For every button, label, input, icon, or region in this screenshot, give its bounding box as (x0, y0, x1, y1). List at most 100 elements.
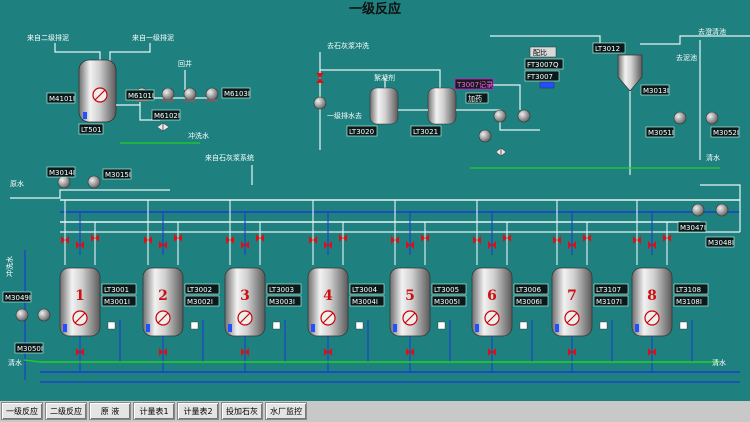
tag-LT3021[interactable]: LT3021 (410, 125, 442, 137)
valve[interactable] (648, 241, 656, 249)
pump-M3049[interactable] (15, 308, 29, 322)
pump-M6102[interactable] (161, 87, 175, 102)
tag-motor[interactable]: M3004I (349, 295, 385, 307)
tag-T3007[interactable]: T3007记录 (454, 78, 494, 90)
sample-valve[interactable] (599, 321, 608, 330)
valve[interactable] (256, 234, 264, 242)
valve[interactable] (241, 241, 249, 249)
tag-M3050[interactable]: M3050I (14, 342, 44, 354)
sample-valve[interactable] (519, 321, 528, 330)
valve[interactable] (226, 236, 234, 244)
sample-valve[interactable] (437, 321, 446, 330)
tag-level[interactable]: LT3001 (101, 283, 137, 295)
tag-level[interactable]: LT3107 (593, 283, 629, 295)
tag-level[interactable]: LT3108 (673, 283, 709, 295)
valve[interactable] (488, 241, 496, 249)
sample-valve[interactable] (272, 321, 281, 330)
valve[interactable] (61, 236, 69, 244)
tag-motor[interactable]: M3005I (431, 295, 467, 307)
tag-M3051[interactable]: M3051I (645, 126, 675, 138)
valve[interactable] (583, 234, 591, 242)
valve[interactable] (473, 236, 481, 244)
pump-dose-2[interactable] (517, 109, 531, 123)
tag-ratio[interactable]: 配比 (529, 46, 557, 58)
valve[interactable] (391, 236, 399, 244)
valve[interactable] (503, 234, 511, 242)
tag-M3014[interactable]: M3014I (46, 166, 76, 178)
valve[interactable] (309, 236, 317, 244)
tag-level[interactable]: LT3006 (513, 283, 549, 295)
nav-primary-reaction[interactable]: 一级反应 (1, 402, 43, 420)
sample-valve[interactable] (679, 321, 688, 330)
valve[interactable] (633, 236, 641, 244)
nav-meter-1[interactable]: 计量表1 (133, 402, 175, 420)
lime-silo[interactable] (617, 54, 643, 92)
pump-M3051[interactable] (673, 111, 687, 125)
pump-M3048[interactable] (715, 203, 729, 217)
sludge-tank[interactable] (78, 59, 117, 123)
sample-valve[interactable] (107, 321, 116, 330)
tag-M6102[interactable]: M6102I (151, 109, 181, 121)
drain-valve[interactable] (406, 348, 414, 356)
drain-valve[interactable] (648, 348, 656, 356)
sample-valve[interactable] (190, 321, 199, 330)
nav-raw-liquid[interactable]: 原 液 (89, 402, 131, 420)
tag-FT3007Q[interactable]: FT3007Q (524, 58, 564, 70)
drain-valve[interactable] (488, 348, 496, 356)
valve[interactable] (339, 234, 347, 242)
tag-motor[interactable]: M3001I (101, 295, 137, 307)
tag-LT501[interactable]: LT501 (78, 123, 104, 135)
valve[interactable] (144, 236, 152, 244)
valve-dose[interactable] (495, 147, 507, 157)
nav-secondary-reaction[interactable]: 二级反应 (45, 402, 87, 420)
valve[interactable] (174, 234, 182, 242)
flocculant-tank-1[interactable] (369, 87, 399, 125)
valve-lime-flush[interactable] (316, 73, 324, 83)
tag-M3015[interactable]: M3015I (102, 168, 132, 180)
drain-valve[interactable] (241, 348, 249, 356)
tag-level[interactable]: LT3002 (184, 283, 220, 295)
tag-motor[interactable]: M3003I (266, 295, 302, 307)
tag-M3052[interactable]: M3052I (710, 126, 740, 138)
nav-meter-2[interactable]: 计量表2 (177, 402, 219, 420)
valve[interactable] (91, 234, 99, 242)
valve[interactable] (76, 241, 84, 249)
tag-motor[interactable]: M3108I (673, 295, 709, 307)
pump-M3047[interactable] (691, 203, 705, 217)
pump-M3052[interactable] (705, 111, 719, 125)
tag-M6103[interactable]: M6103I (221, 87, 251, 99)
pump-dose-1[interactable] (493, 109, 507, 123)
nav-lime-dosing[interactable]: 投加石灰 (221, 402, 263, 420)
pump-M6103[interactable] (183, 87, 197, 102)
tag-level[interactable]: LT3005 (431, 283, 467, 295)
nav-plant-monitor[interactable]: 水厂监控 (265, 402, 307, 420)
drain-valve[interactable] (324, 348, 332, 356)
tag-LT3020[interactable]: LT3020 (346, 125, 378, 137)
pump-M3014[interactable] (57, 175, 71, 189)
tag-M3047[interactable]: M3047I (677, 221, 707, 233)
valve-flush[interactable] (156, 122, 170, 132)
pump-M3015[interactable] (87, 175, 101, 189)
flowmeter-FT3007[interactable] (539, 81, 555, 89)
tag-level[interactable]: LT3004 (349, 283, 385, 295)
valve[interactable] (406, 241, 414, 249)
valve[interactable] (421, 234, 429, 242)
tag-level[interactable]: LT3003 (266, 283, 302, 295)
tag-motor[interactable]: M3002I (184, 295, 220, 307)
valve[interactable] (159, 241, 167, 249)
tag-M6101[interactable]: M6101I (125, 89, 155, 101)
tag-dose[interactable]: 加药 (465, 92, 489, 104)
tag-motor[interactable]: M3006I (513, 295, 549, 307)
pump-dose-3[interactable] (478, 129, 492, 143)
tag-FT3007[interactable]: FT3007 (524, 70, 560, 82)
pump-flush[interactable] (205, 87, 219, 102)
pump-M3050[interactable] (37, 308, 51, 322)
tag-LT3012[interactable]: LT3012 (592, 42, 626, 54)
tag-M4101[interactable]: M4101I (46, 92, 76, 104)
